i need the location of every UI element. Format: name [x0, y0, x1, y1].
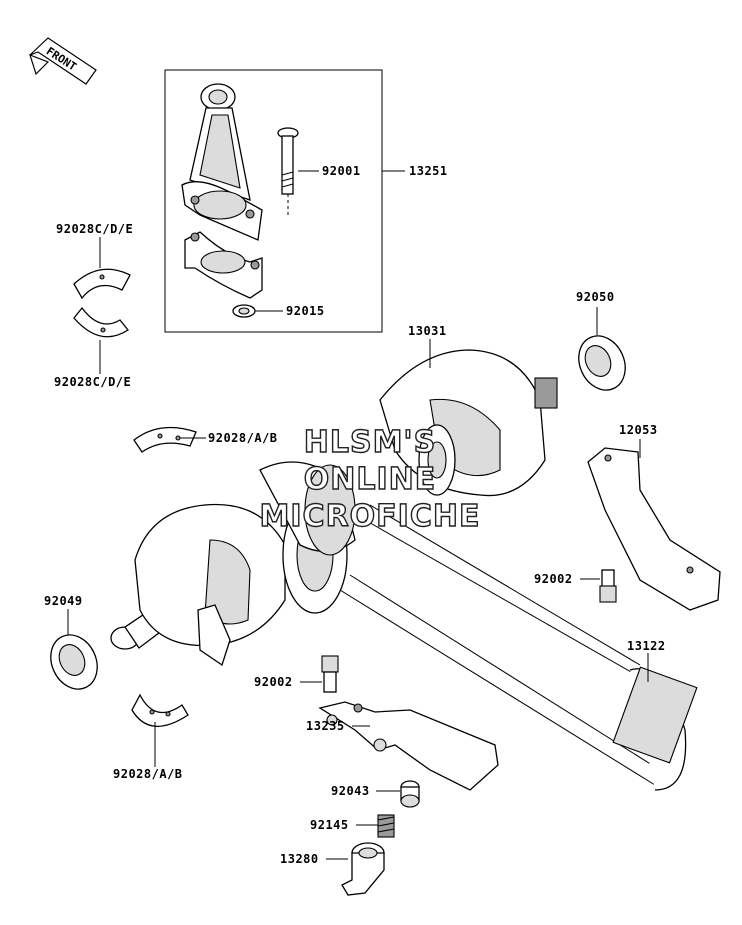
cam-chain	[339, 504, 698, 791]
bearing-shell-upper	[73, 268, 131, 300]
leader-lines	[67, 170, 649, 860]
callout-92002-right: 92002	[534, 572, 573, 586]
callout-92015: 92015	[286, 304, 325, 318]
con-rod-assembly-box	[164, 69, 383, 333]
main-bearing-bottom	[131, 693, 189, 728]
tensioner-bolt	[321, 655, 339, 693]
callout-13280: 13280	[280, 852, 319, 866]
main-bearing-top	[133, 426, 197, 453]
watermark: HLSM'S ONLINE MICROFICHE	[259, 424, 481, 534]
crankshaft	[110, 349, 558, 667]
callout-92001: 92001	[322, 164, 361, 178]
callout-13031: 13031	[408, 324, 447, 338]
callout-92049: 92049	[44, 594, 83, 608]
callout-92028cde-bottom: 92028C/D/E	[54, 375, 131, 389]
watermark-line2: ONLINE	[304, 462, 437, 497]
callout-92028ab-top: 92028/A/B	[208, 431, 278, 445]
rod-nut	[232, 304, 256, 318]
chain-guide	[587, 447, 721, 611]
front-arrow-icon: FRONT	[29, 37, 97, 85]
callout-labels: 13251 92001 92015 92028C/D/E 92028C/D/E …	[44, 164, 666, 866]
callout-13122: 13122	[627, 639, 666, 653]
guide-bolt-right	[599, 569, 617, 603]
tensioner-pin	[400, 780, 420, 808]
tensioner-spring	[377, 814, 395, 838]
callout-13235: 13235	[306, 719, 345, 733]
rod-cap	[184, 231, 263, 299]
oil-seal-right	[578, 335, 626, 391]
callout-13251: 13251	[409, 164, 448, 178]
callout-92002-left: 92002	[254, 675, 293, 689]
chain-tensioner	[318, 701, 499, 791]
callout-92145: 92145	[310, 818, 349, 832]
rod-bolt	[277, 127, 299, 215]
callout-92028ab-bottom: 92028/A/B	[113, 767, 183, 781]
connecting-rod	[181, 83, 263, 241]
callout-12053: 12053	[619, 423, 658, 437]
callout-92043: 92043	[331, 784, 370, 798]
watermark-line1: HLSM'S	[304, 425, 436, 460]
callout-92028cde-top: 92028C/D/E	[56, 222, 133, 236]
tensioner-holder	[341, 842, 385, 896]
callout-92050: 92050	[576, 290, 615, 304]
oil-seal-left	[50, 634, 98, 690]
bearing-shell-lower	[73, 306, 129, 338]
watermark-line3: MICROFICHE	[260, 499, 481, 534]
